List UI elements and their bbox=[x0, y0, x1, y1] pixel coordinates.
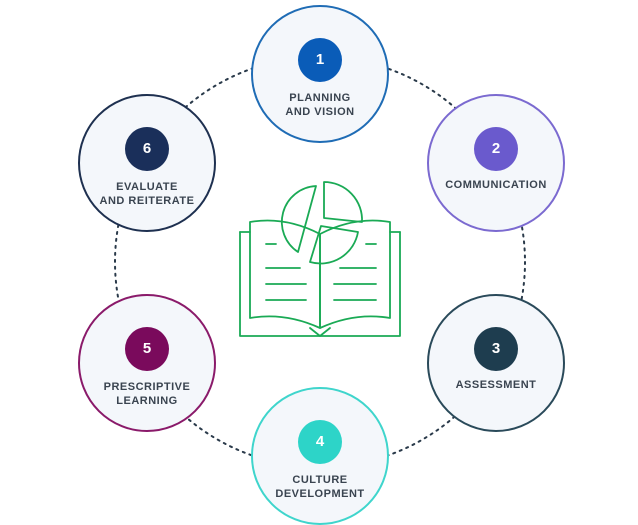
book-with-pie-chart-icon bbox=[239, 181, 401, 337]
step-node-prescriptive-learning: 5 PRESCRIPTIVE LEARNING bbox=[78, 294, 216, 432]
step-number-badge: 1 bbox=[298, 38, 342, 82]
step-node-culture-development: 4 CULTURE DEVELOPMENT bbox=[251, 387, 389, 525]
step-label-line1: CULTURE bbox=[292, 474, 348, 486]
step-number-badge: 3 bbox=[474, 327, 518, 371]
step-label-line1: ASSESSMENT bbox=[455, 379, 537, 391]
step-label-line2: DEVELOPMENT bbox=[275, 488, 365, 500]
step-node-planning-and-vision: 1 PLANNING AND VISION bbox=[251, 5, 389, 143]
step-label-line1: COMMUNICATION bbox=[445, 179, 547, 191]
step-node-communication: 2 COMMUNICATION bbox=[427, 94, 565, 232]
step-number-badge: 2 bbox=[474, 127, 518, 171]
step-label-line2: AND VISION bbox=[285, 106, 355, 118]
step-label: CULTURE DEVELOPMENT bbox=[261, 473, 379, 501]
step-node-evaluate-and-reiterate: 6 EVALUATE AND REITERATE bbox=[78, 94, 216, 232]
step-label-line2: AND REITERATE bbox=[99, 195, 195, 207]
step-node-assessment: 3 ASSESSMENT bbox=[427, 294, 565, 432]
step-number-badge: 6 bbox=[125, 127, 169, 171]
step-label-line2: LEARNING bbox=[116, 395, 178, 407]
step-label: PLANNING AND VISION bbox=[261, 91, 379, 119]
step-label-line1: EVALUATE bbox=[116, 181, 178, 193]
step-label: ASSESSMENT bbox=[437, 378, 555, 392]
step-number-badge: 4 bbox=[298, 420, 342, 464]
step-label-line1: PLANNING bbox=[289, 92, 351, 104]
step-label: EVALUATE AND REITERATE bbox=[88, 180, 206, 208]
step-number-badge: 5 bbox=[125, 327, 169, 371]
step-label-line1: PRESCRIPTIVE bbox=[103, 381, 191, 393]
step-label: COMMUNICATION bbox=[437, 178, 555, 192]
step-label: PRESCRIPTIVE LEARNING bbox=[88, 380, 206, 408]
